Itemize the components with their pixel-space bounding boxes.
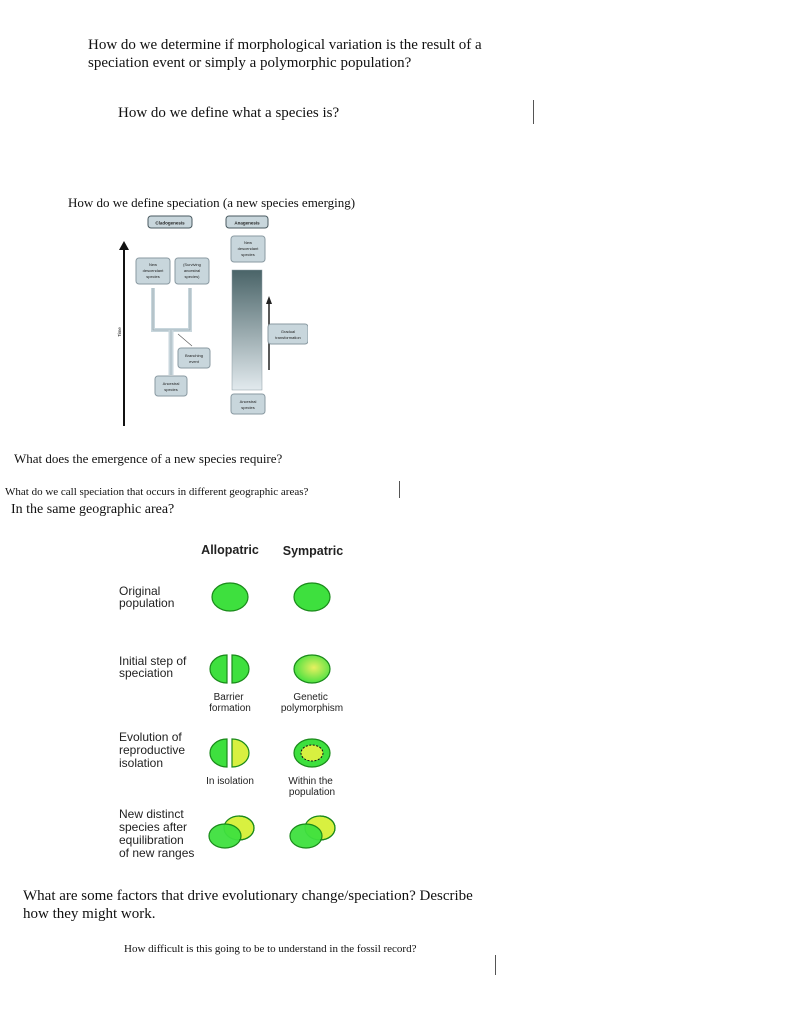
sympatric-isolation-inner [300, 744, 324, 762]
branching-label-1: Branching [185, 353, 203, 358]
question-line-1: What are some factors that drive evoluti… [23, 888, 473, 904]
question-morphological-variation: How do we determine if morphological var… [88, 36, 482, 72]
question-fossil-record: How difficult is this going to be to und… [124, 943, 417, 955]
branching-label-2: event [189, 359, 200, 364]
row-evolution-label: Evolution of reproductive isolation [119, 730, 188, 770]
gradual-transformation-box [267, 323, 308, 345]
cladogenesis-anagenesis-figure: Cladogenesis Anagenesis Time New descend… [117, 215, 308, 426]
surviving-label-1: (Surviving [183, 262, 201, 267]
branching-pointer [177, 333, 193, 347]
question-same-area: In the same geographic area? [11, 502, 175, 517]
question-different-areas: What do we call speciation that occurs i… [5, 486, 309, 498]
question-species-definition: How do we define what a species is? [118, 105, 340, 121]
ancestral-label-1: Ancestral [163, 381, 180, 386]
new-descendant-label-2: descendant [143, 268, 165, 273]
new-descendant-box [135, 257, 171, 285]
ana-new-label-1: New [244, 240, 252, 245]
time-arrow-head [119, 241, 129, 250]
question-line-2: speciation event or simply a polymorphic… [88, 55, 412, 71]
question-speciation-definition: How do we define speciation (a new speci… [68, 195, 356, 210]
new-descendant-label-3: species [146, 274, 160, 279]
text-cursor [399, 481, 400, 498]
allopatric-isolation-left [209, 738, 228, 768]
new-descendant-label-1: New [149, 262, 157, 267]
ana-anc-label-1: Ancestral [240, 399, 257, 404]
text-cursor [495, 955, 496, 975]
cladogenesis-label-box [147, 215, 193, 229]
gradual-label-1: Gradual [281, 329, 295, 334]
ancestral-label-2: species [164, 387, 178, 392]
question-line-2: how they might work. [23, 906, 156, 922]
caption-barrier: Barrier formation [209, 692, 251, 714]
question-line-1: How do we determine if morphological var… [88, 37, 482, 53]
allopatric-barrier-left [209, 654, 228, 684]
time-label: Time [117, 327, 122, 337]
sympatric-new-species-green [289, 823, 323, 849]
anagenesis-new-descendant-box [230, 235, 266, 263]
question-drivers-of-change: What are some factors that drive evoluti… [23, 887, 473, 923]
row-new-species-label: New distinct species after equilibration… [119, 807, 194, 860]
ana-new-label-3: species [241, 252, 255, 257]
allopatric-barrier-right [231, 654, 250, 684]
caption-in-isolation: In isolation [206, 776, 254, 787]
gradual-label-2: transformation [275, 335, 301, 340]
allopatric-sympatric-figure: Allopatric Sympatric Original population… [119, 543, 343, 860]
branching-event-box [177, 347, 211, 369]
allopatric-original-population [211, 582, 249, 612]
allopatric-new-species-green [208, 823, 242, 849]
surviving-label-2: ancestral [184, 268, 200, 273]
surviving-label-3: species) [185, 274, 201, 279]
ancestral-species-box [154, 375, 188, 397]
ana-new-label-2: descendant [238, 246, 260, 251]
anagenesis-label: Anagenesis [234, 221, 260, 226]
caption-genetic: Genetic polymorphism [281, 692, 343, 714]
allopatric-header: Allopatric [201, 543, 259, 557]
sympatric-header: Sympatric [283, 544, 343, 558]
sympatric-polymorphism [293, 654, 331, 684]
gradual-arrow-head [266, 296, 272, 304]
sympatric-original-population [293, 582, 331, 612]
row-initial-step-label: Initial step of speciation [119, 654, 190, 680]
question-new-species-requirement: What does the emergence of a new species… [14, 451, 283, 466]
anagenesis-label-box [225, 215, 269, 229]
surviving-ancestral-box [174, 257, 210, 285]
text-cursor [533, 100, 534, 124]
cladogenesis-branch [151, 288, 192, 332]
ana-anc-label-2: species [241, 405, 255, 410]
anagenesis-ancestral-box [230, 393, 266, 415]
cladogenesis-label: Cladogenesis [155, 221, 185, 226]
caption-within: Within the population [288, 776, 335, 798]
row-original-label: Original population [119, 584, 174, 610]
anagenesis-gradient-bar [231, 269, 263, 391]
allopatric-isolation-right [231, 738, 250, 768]
